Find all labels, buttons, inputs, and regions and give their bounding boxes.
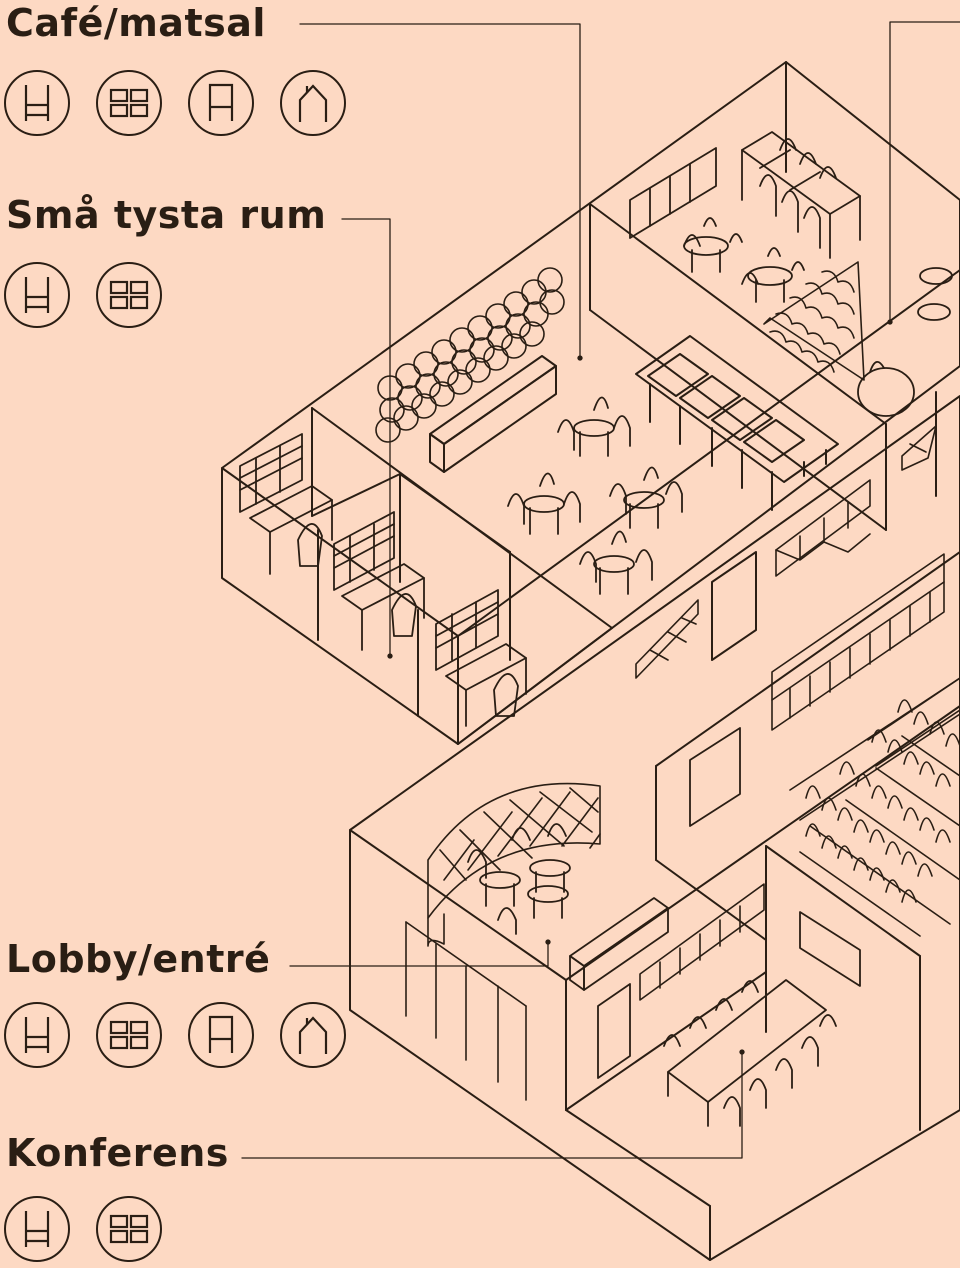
callout-line-lobby xyxy=(289,941,549,967)
grid-table-icon xyxy=(96,1002,162,1068)
lobby-lattice-screen xyxy=(427,782,601,947)
conference-furniture xyxy=(597,727,861,1127)
chair-icon xyxy=(4,70,70,136)
zone-label-quiet: Små tysta rum xyxy=(6,193,327,237)
zone-icons-conference xyxy=(4,1196,162,1262)
zone-icons-quiet xyxy=(4,262,162,328)
zone-label-cafe: Café/matsal xyxy=(6,1,266,45)
grid-table-icon xyxy=(96,70,162,136)
auditorium-seating xyxy=(789,677,960,937)
callout-line-cafe xyxy=(299,23,581,359)
cube-wall-panel xyxy=(639,553,945,1001)
zone-label-lobby: Lobby/entré xyxy=(6,937,271,981)
sign-board-icon xyxy=(188,70,254,136)
scale-wall-panel xyxy=(763,261,865,381)
callout-lines xyxy=(241,21,960,1159)
chair-icon xyxy=(4,1196,70,1262)
cafe-counter xyxy=(429,355,557,473)
round-table-right xyxy=(857,267,953,417)
chair-icon xyxy=(4,262,70,328)
quiet-room-furniture xyxy=(239,433,527,727)
sign-board-icon xyxy=(188,1002,254,1068)
triangle-panels xyxy=(635,425,937,679)
chair-icon xyxy=(4,1002,70,1068)
cafe-door xyxy=(711,551,757,661)
grid-table-icon xyxy=(96,262,162,328)
lower-building xyxy=(349,395,960,1261)
callout-line-quiet xyxy=(341,218,391,657)
cafe-tables xyxy=(507,396,683,595)
zone-icons-lobby xyxy=(4,1002,346,1068)
back-room-furniture xyxy=(629,131,861,303)
cafe-window xyxy=(635,335,839,511)
upper-building xyxy=(221,61,960,745)
circle-wall-panel xyxy=(375,267,565,443)
callout-line-conference xyxy=(241,1051,743,1159)
grid-table-icon xyxy=(96,1196,162,1262)
house-icon xyxy=(280,1002,346,1068)
zone-icons-cafe xyxy=(4,70,346,136)
zone-label-conference: Konferens xyxy=(6,1131,229,1175)
lobby-furniture xyxy=(467,823,669,991)
house-icon xyxy=(280,70,346,136)
entrance-doors xyxy=(405,921,527,1101)
callout-line-right xyxy=(889,21,960,323)
